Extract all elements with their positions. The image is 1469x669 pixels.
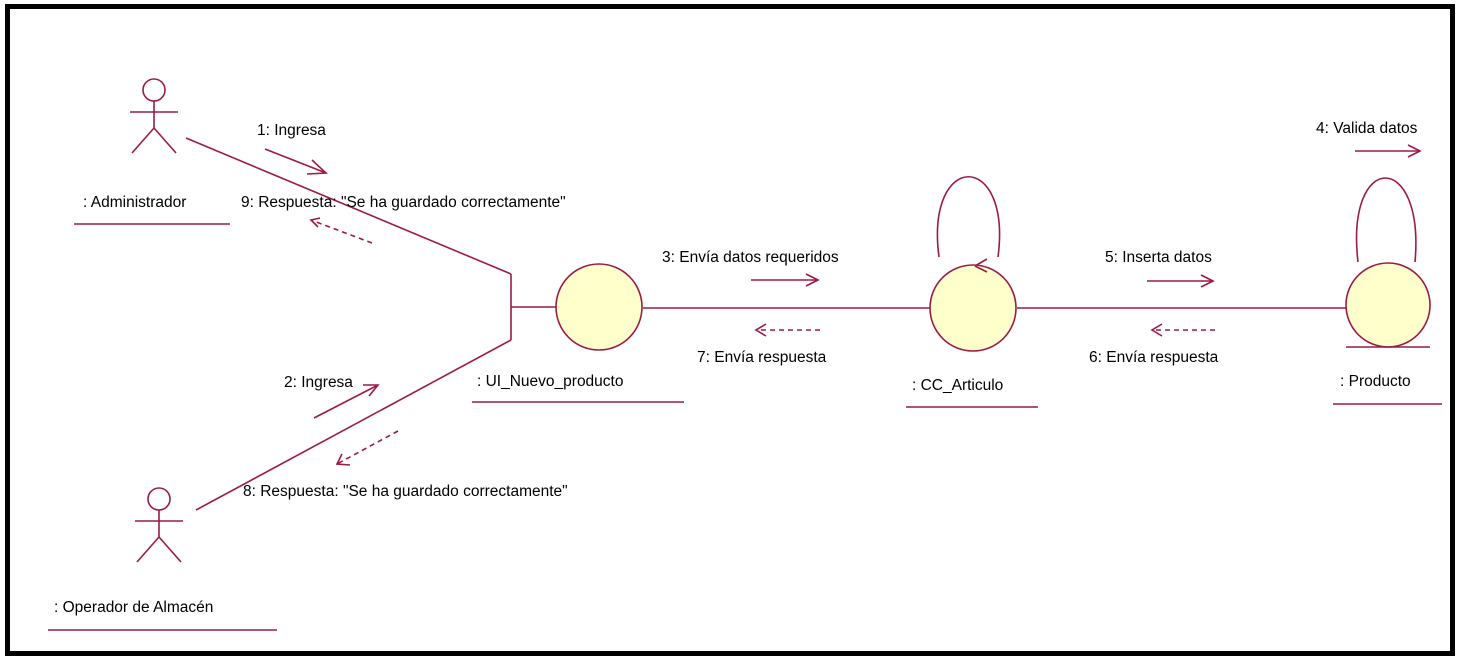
message-6-label: 6: Envía respuesta xyxy=(1089,349,1219,366)
arrow-m1 xyxy=(264,148,328,175)
link-administrador-boundary xyxy=(185,137,512,275)
message-5-label: 5: Inserta datos xyxy=(1105,249,1212,266)
message-4-label: 4: Valida datos xyxy=(1316,120,1418,137)
boundary-label: : UI_Nuevo_producto xyxy=(477,373,623,390)
control-self-loop xyxy=(936,175,1001,258)
arrow-m6 xyxy=(1150,323,1215,337)
administrador-actor-icon[interactable] xyxy=(129,78,179,154)
message-1-label: 1: Ingresa xyxy=(257,122,326,139)
operador-actor-icon[interactable] xyxy=(134,487,184,563)
message-3-label: 3: Envía datos requeridos xyxy=(662,249,839,266)
link-operador-boundary xyxy=(195,339,512,511)
arrow-m3 xyxy=(751,273,820,287)
arrow-m9 xyxy=(309,217,373,244)
arrow-m5 xyxy=(1147,274,1215,288)
arrow-m8 xyxy=(335,430,399,466)
entity-label: : Producto xyxy=(1340,373,1411,390)
message-7-label: 7: Envía respuesta xyxy=(697,349,827,366)
arrow-m4 xyxy=(1355,144,1422,158)
control-label: : CC_Articulo xyxy=(912,377,1003,394)
arrow-m7 xyxy=(754,323,820,337)
arrow-m2 xyxy=(313,384,380,419)
operador-label: : Operador de Almacén xyxy=(54,599,213,616)
message-9-label: 9: Respuesta: "Se ha guardado correctame… xyxy=(241,194,566,211)
entity-self-loop xyxy=(1355,177,1417,263)
message-8-label: 8: Respuesta: "Se ha guardado correctame… xyxy=(243,483,568,500)
boundary-object-icon[interactable] xyxy=(510,263,643,351)
administrador-label: : Administrador xyxy=(83,194,186,211)
entity-object-icon[interactable] xyxy=(1345,262,1431,348)
message-2-label: 2: Ingresa xyxy=(284,374,353,391)
control-object-icon[interactable] xyxy=(929,258,1017,352)
